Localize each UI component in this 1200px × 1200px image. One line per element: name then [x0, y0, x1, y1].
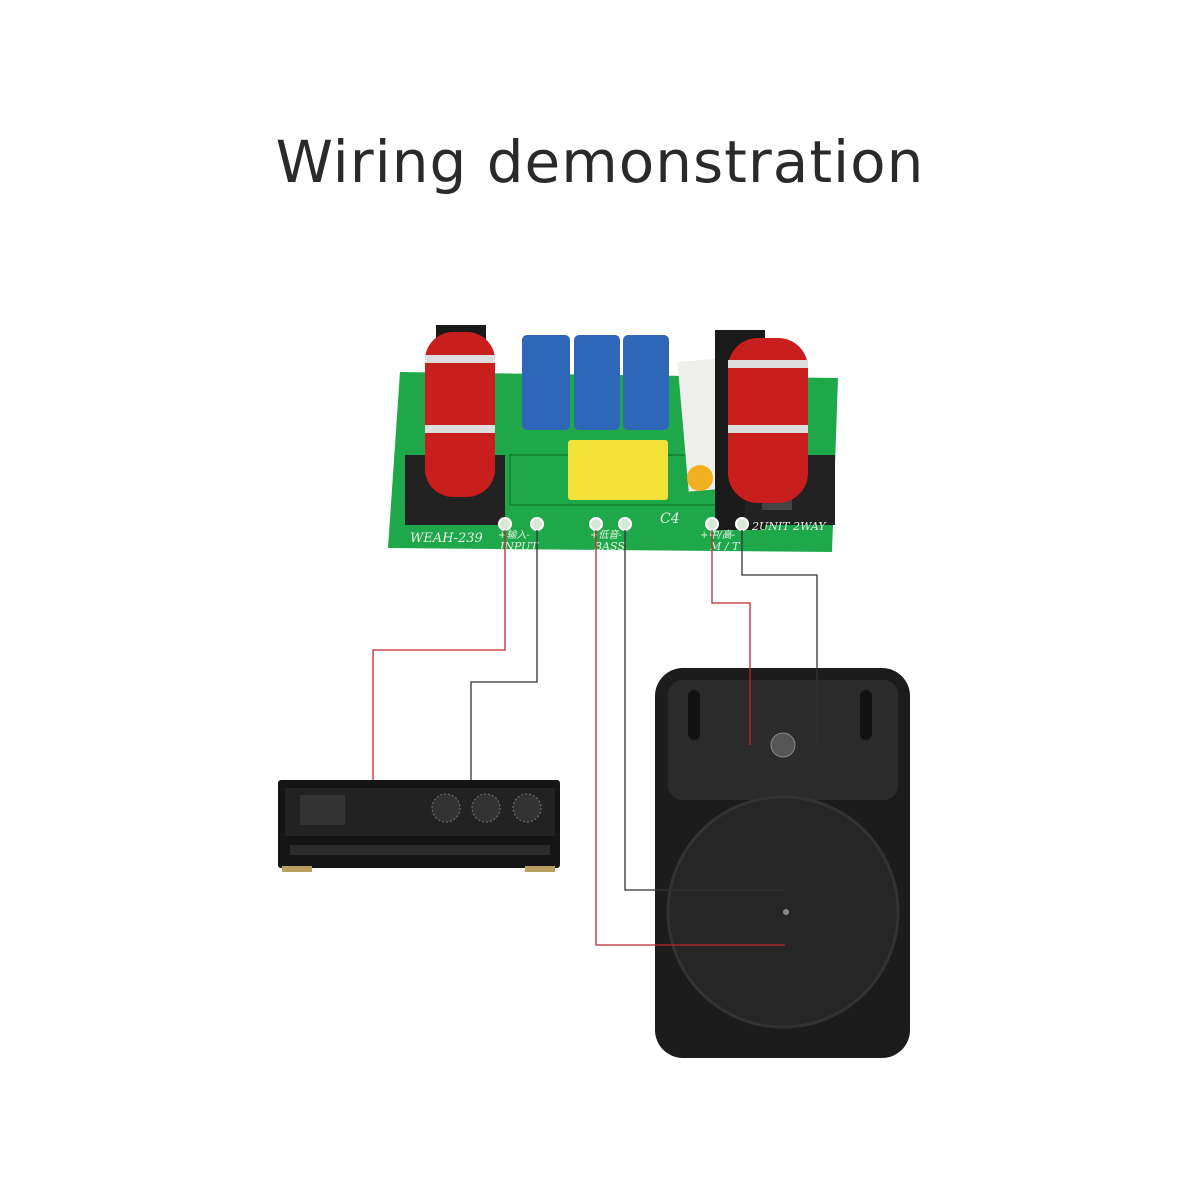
mt-label-cn: +中/高- — [700, 529, 736, 541]
amplifier — [278, 780, 560, 872]
wire-bass-positive — [595, 530, 785, 946]
capacitor-blue-3 — [623, 335, 669, 430]
terminal-bass-positive — [589, 517, 603, 531]
capacitor-blue-2 — [574, 335, 620, 430]
amp-knob-3 — [512, 793, 542, 823]
amp-knob-2 — [471, 793, 501, 823]
wire-mt-negative — [741, 530, 818, 745]
speaker — [655, 668, 910, 1058]
terminal-input-positive — [498, 517, 512, 531]
terminal-mt-positive — [705, 517, 719, 531]
wire-input-positive — [372, 530, 506, 780]
right-inductor-coil — [715, 330, 835, 530]
wire-bass-negative — [624, 530, 785, 891]
amp-knob-1 — [431, 793, 461, 823]
left-inductor-coil — [405, 325, 505, 525]
board-model: WEAH-239 — [410, 531, 483, 546]
bass-label-cn: +低音- — [590, 529, 622, 541]
input-label: INPUT — [499, 540, 539, 553]
board-type-label: 2UNIT 2WAY — [751, 520, 827, 533]
speaker-tweeter — [770, 732, 796, 758]
wires — [372, 530, 818, 946]
bass-label: BASS — [593, 540, 625, 553]
capacitor-blue-1 — [522, 335, 570, 430]
terminal-bass-negative — [618, 517, 632, 531]
terminal-mt-negative — [735, 517, 749, 531]
crossover-board: WEAH-239 +输入- INPUT +低音- BASS C4 +中/高- M… — [388, 325, 838, 553]
terminal-input-negative — [530, 517, 544, 531]
input-label-cn: +输入- — [498, 529, 530, 541]
cap-label: C4 — [660, 511, 680, 527]
wire-mt-positive — [711, 530, 751, 745]
mt-label: M / T — [709, 540, 741, 553]
wire-input-negative — [470, 530, 538, 780]
capacitor-ceramic — [687, 465, 713, 491]
capacitor-yellow — [568, 440, 668, 500]
page-title: Wiring demonstration — [275, 128, 925, 196]
